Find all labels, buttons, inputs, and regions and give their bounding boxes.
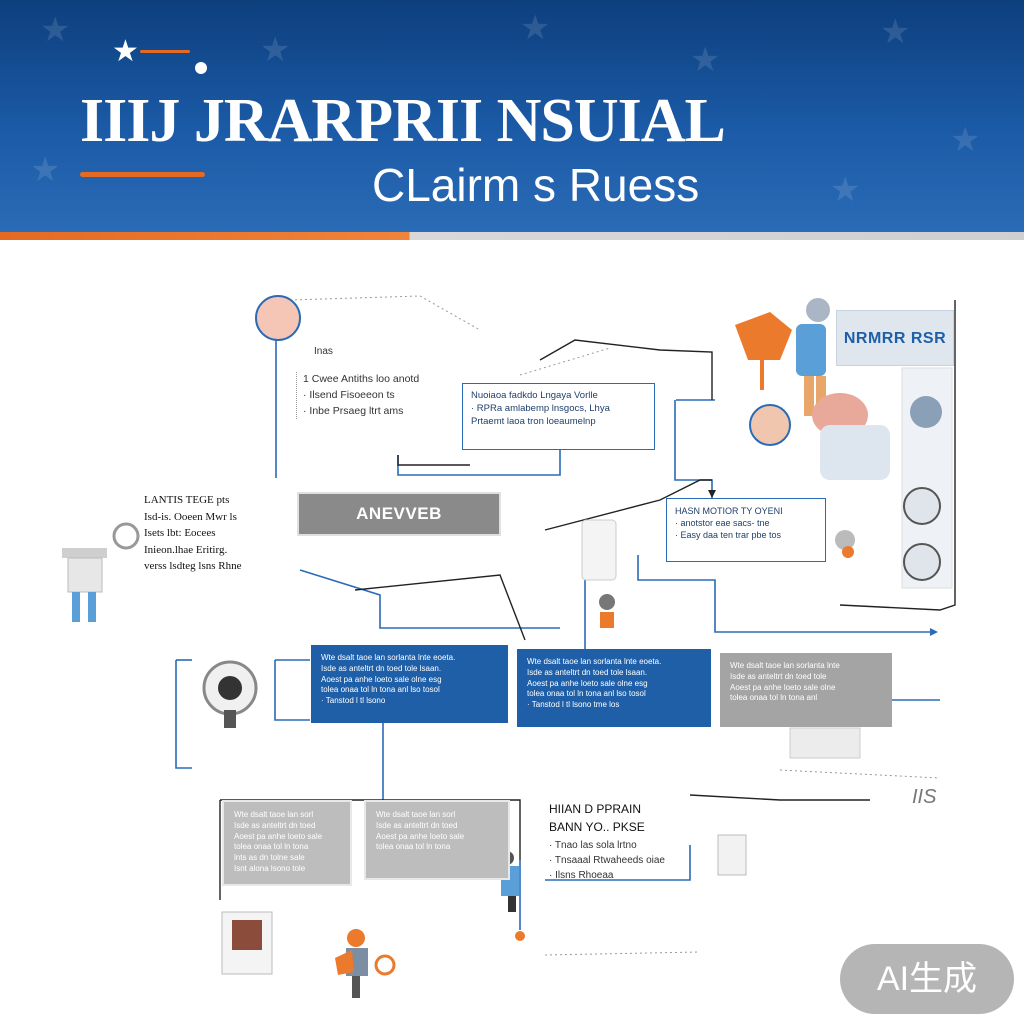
- brand-accent-bar-top: [140, 50, 190, 53]
- star-icon: ★: [260, 31, 291, 69]
- connector-line: [839, 300, 956, 611]
- star-icon: ★: [830, 171, 861, 209]
- dotted-connector: [289, 295, 481, 331]
- card-reader-icon: [717, 834, 747, 876]
- right-margin-mark: IIS: [912, 786, 937, 808]
- blue-step-box-1: Wte dsalt taoe lan sorlanta lnte eoeta. …: [311, 645, 508, 723]
- connector-line: [545, 845, 691, 881]
- notes-left-text: LANTIS TEGE pts Isd-is. Ooeen Mwr ls Ise…: [144, 494, 242, 572]
- badge-label-right: NRMRR RSR: [836, 310, 954, 366]
- connector-line: [544, 479, 712, 531]
- arrow-icon: [930, 628, 938, 636]
- brand-subtitle: CLairm s Ruess: [372, 159, 700, 211]
- dotted-connector: [779, 769, 941, 779]
- notes-bottom-heading: HIIAN D PPRAIN BANN YO.. PKSE: [549, 802, 645, 834]
- info-box-top-center: Nuoiaoa fadkdo Lngaya Vorlle · RPRa amla…: [462, 383, 655, 450]
- gray-step-box-bottom-1: Wte dsalt taoe lan sorl Isde as anteltrt…: [222, 800, 352, 886]
- header-stripe: [0, 232, 1024, 240]
- notes-top-left-list: 1 Cwee Antiths loo anotd · Ilsend Fisoee…: [296, 372, 419, 420]
- orange-pin-icon: [735, 312, 792, 390]
- brand-accent-bar: [80, 172, 205, 177]
- star-icon: ★: [950, 121, 981, 159]
- connector-line: [274, 660, 310, 721]
- connector-line: [299, 569, 560, 629]
- magnifier-icon: [255, 295, 301, 341]
- end-node-dot: [515, 931, 525, 941]
- info-box-mid-right: HASN MOTIOR TY OYENI · anotstor eae sacs…: [666, 498, 826, 562]
- gauge-icon: [202, 660, 258, 728]
- bin-icon: [62, 522, 140, 622]
- brand-title: IIIJ JRARPRII NSUIAL: [80, 87, 726, 155]
- arrow-icon: [708, 490, 716, 498]
- star-icon: ★: [690, 41, 721, 79]
- running-figure-icon: [335, 929, 396, 998]
- phone-icon: [581, 519, 617, 581]
- star-icon: ★: [40, 11, 71, 49]
- connector-line: [354, 574, 526, 641]
- connector-line: [397, 455, 470, 466]
- process-label: ANEVVEB RAROCEESR: [297, 492, 501, 563]
- notes-top-left-heading: Inas: [314, 346, 333, 357]
- gray-step-box-right: Wte dsalt taoe lan sorlanta lnte Isde as…: [720, 653, 892, 727]
- brand-dot: [195, 62, 207, 74]
- star-icon: ★: [30, 151, 61, 189]
- connector-line: [539, 339, 713, 400]
- dotted-connector: [544, 951, 701, 956]
- star-icon: ★: [520, 9, 551, 47]
- notes-bottom-list: · Tnao las sola lrtno · Tnsaaal Rtwaheed…: [549, 840, 665, 881]
- right-side-panel: [835, 367, 953, 589]
- header-banner: ★ ★ ★ ★ ★ ★ ★ ★ ★ IIIJ JRARPRII NSUIAL C…: [0, 0, 1024, 232]
- connector-line: [689, 794, 870, 801]
- dotted-connector: [519, 347, 611, 376]
- connector-line: [175, 660, 192, 769]
- star-icon: ★: [880, 13, 911, 51]
- person-figure-icon: [796, 298, 830, 416]
- ai-generated-watermark: AI生成: [840, 944, 1014, 1014]
- small-person-icon: [599, 594, 615, 628]
- people-group-icon: [749, 393, 890, 480]
- connector-line: [637, 555, 930, 633]
- connector-line: [674, 400, 713, 500]
- document-icon: [221, 911, 273, 975]
- gray-step-box-bottom-2: Wte dsalt taoe lan sorl Isde as anteltrt…: [364, 800, 510, 880]
- blue-step-box-2: Wte dsalt taoe lan sorlanta lnte eoeta. …: [517, 649, 711, 727]
- brand-star-icon: ★: [112, 35, 139, 68]
- monitor-icon: [789, 727, 861, 759]
